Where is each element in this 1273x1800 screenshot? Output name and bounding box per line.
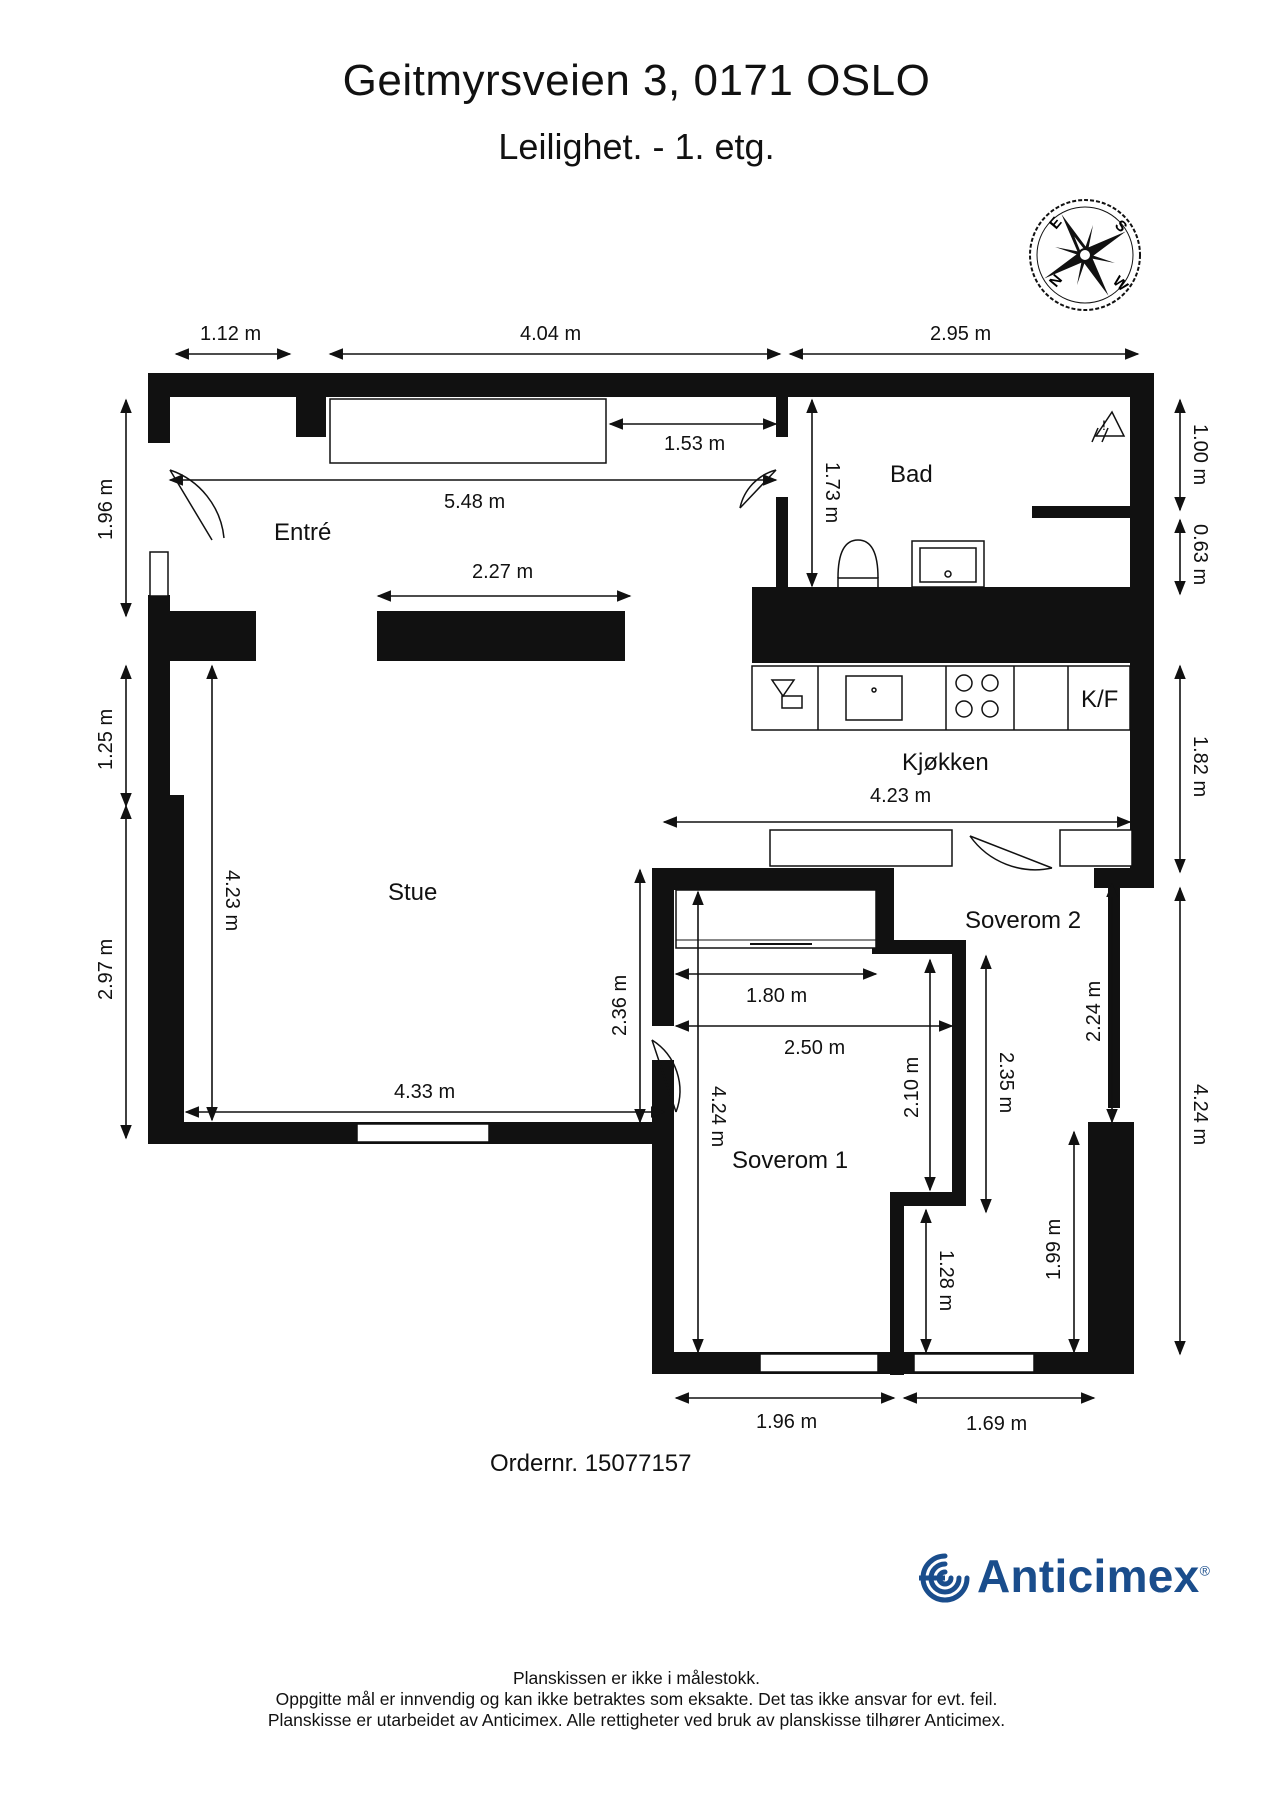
dim-sov1-height: 4.24 m: [707, 1086, 729, 1147]
plan-subtitle: Leilighet. - 1. etg.: [498, 126, 775, 167]
kitchen-cabinets: [769, 829, 1133, 867]
dim-bottom-2: 1.69 m: [966, 1413, 1027, 1435]
floor-plan: !: [95, 323, 1211, 1435]
shower-mark: !: [1102, 417, 1106, 433]
dim-top-3: 2.95 m: [930, 323, 991, 345]
entre-wardrobe: [329, 398, 607, 464]
plan-title: Geitmyrsveien 3, 0171 OSLO: [342, 56, 931, 105]
footer-line-2: Oppgitte mål er innvendig og kan ikke be…: [275, 1689, 998, 1709]
dim-left-3: 2.97 m: [95, 939, 117, 1000]
dim-bad-height: 1.73 m: [821, 462, 843, 523]
order-number: Ordernr. 15077157: [490, 1450, 692, 1477]
dim-top-2: 4.04 m: [520, 323, 581, 345]
room-label-kf: K/F: [1081, 686, 1118, 713]
dim-entre-inner: 2.27 m: [472, 561, 533, 583]
room-label-bad: Bad: [890, 461, 933, 488]
dim-stue-height: 4.23 m: [221, 870, 243, 931]
footer-line-1: Planskissen er ikke i målestokk.: [512, 1668, 761, 1688]
dim-sov2-a: 2.24 m: [1083, 981, 1105, 1042]
windows: [149, 551, 1035, 1373]
footer-line-3: Planskisse er utarbeidet av Anticimex. A…: [267, 1710, 1006, 1730]
dimension-lines: [120, 348, 1186, 1404]
room-label-entre: Entré: [274, 519, 331, 546]
dim-sov2-b: 2.35 m: [995, 1052, 1017, 1113]
kitchen-counter: [751, 665, 1131, 731]
dim-sov2-c: 1.28 m: [935, 1250, 957, 1311]
dim-bottom-1: 1.96 m: [756, 1411, 817, 1433]
dim-left-2: 1.25 m: [95, 709, 117, 770]
dim-right-2: 0.63 m: [1189, 524, 1211, 585]
dim-sov2-d: 1.99 m: [1043, 1219, 1065, 1280]
room-label-kjokken: Kjøkken: [902, 749, 989, 776]
dim-sov1-closet: 1.80 m: [746, 985, 807, 1007]
dim-left-1: 1.96 m: [95, 479, 117, 540]
compass-rose-icon: N E S W: [1029, 199, 1141, 311]
dim-sov1-small: 2.10 m: [901, 1057, 923, 1118]
dim-top-1: 1.12 m: [200, 323, 261, 345]
doors: [169, 469, 1053, 1113]
dim-stue-small: 2.36 m: [609, 975, 631, 1036]
brand-registered: ®: [1199, 1562, 1211, 1579]
dim-right-3: 1.82 m: [1189, 736, 1211, 797]
brand-name-text: Anticimex: [977, 1550, 1200, 1602]
dim-entre-top: 1.53 m: [664, 433, 725, 455]
brand-name: Anticimex®: [977, 1549, 1210, 1603]
dim-sov1-width: 2.50 m: [784, 1037, 845, 1059]
dim-right-4: 4.24 m: [1189, 1084, 1211, 1145]
dim-stue-width: 4.33 m: [394, 1081, 455, 1103]
dim-entre-width: 5.48 m: [444, 491, 505, 513]
room-label-stue: Stue: [388, 879, 437, 906]
dim-right-1: 1.00 m: [1189, 424, 1211, 485]
bath-fixtures: [837, 410, 1126, 589]
sov1-closet: [675, 889, 877, 949]
dim-kjokken-width: 4.23 m: [870, 785, 931, 807]
anticimex-logo-icon: [919, 1553, 970, 1603]
room-label-soverom2: Soverom 2: [965, 907, 1081, 934]
room-label-soverom1: Soverom 1: [732, 1147, 848, 1174]
